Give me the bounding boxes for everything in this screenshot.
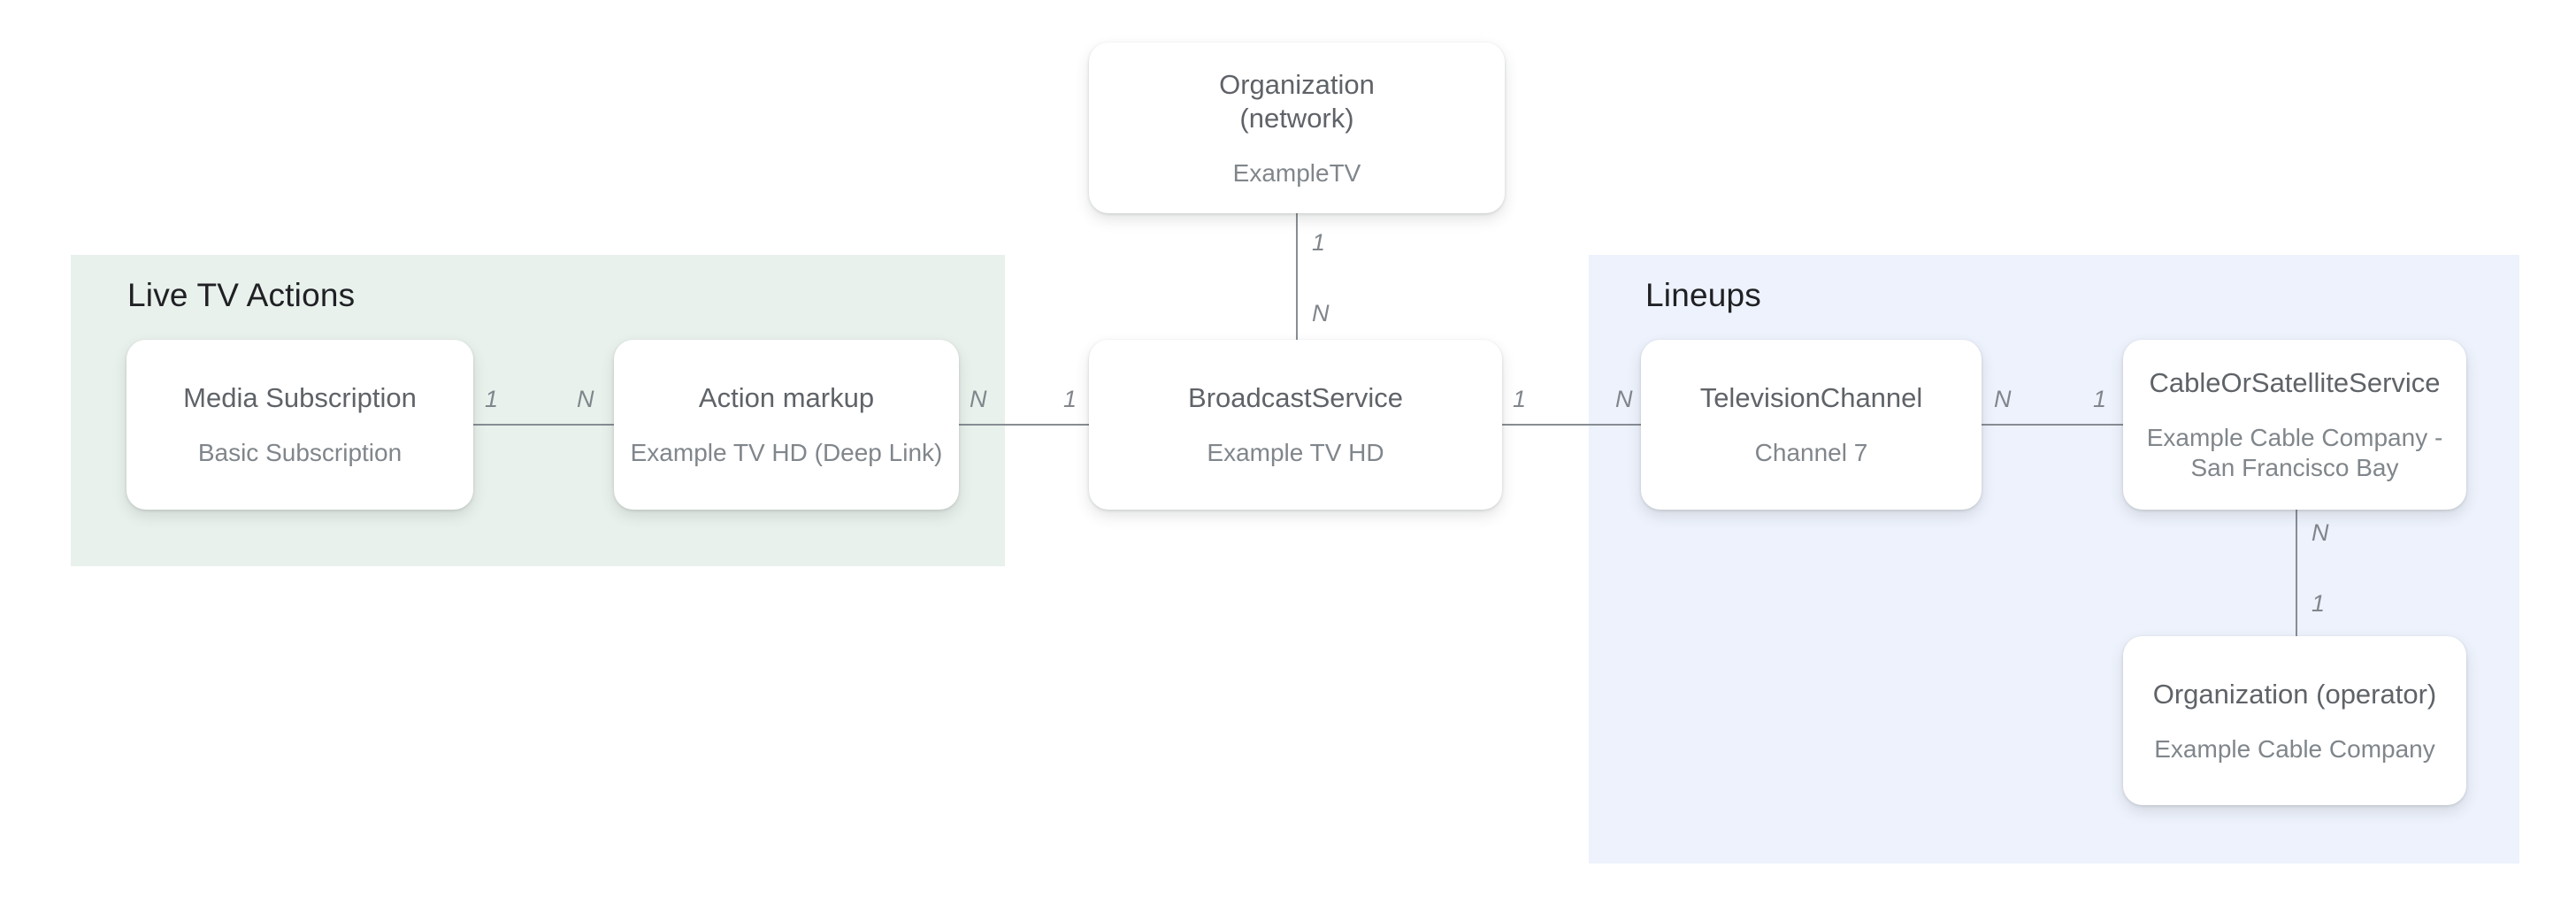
node-title: Organization (network) (1219, 68, 1375, 135)
connector-media-subscription-to-action-markup (473, 424, 614, 426)
cardinality-label: N (1615, 386, 1633, 412)
connector-television-channel-to-cable-or-satellite-service (1982, 424, 2123, 426)
node-subtitle: Example Cable Company (2154, 734, 2435, 763)
node-organization-operator: Organization (operator) Example Cable Co… (2123, 636, 2466, 805)
node-subtitle: Basic Subscription (197, 439, 402, 466)
node-subtitle-line: Example Cable Company - (2146, 424, 2443, 451)
cardinality-label: N (1312, 300, 1330, 326)
node-subtitle: ExampleTV (1232, 158, 1361, 187)
node-action-markup: Action markup Example TV HD (Deep Link) (614, 340, 959, 510)
node-cable-or-satellite-service: CableOrSatelliteService Example Cable Co… (2123, 340, 2466, 510)
node-organization-network: Organization (network) ExampleTV (1089, 42, 1505, 213)
connector-cable-or-satellite-service-to-organization-operator (2296, 510, 2297, 636)
region-title-lineups: Lineups (1645, 277, 1762, 313)
cardinality-label: N (970, 386, 987, 412)
node-subtitle: Example TV HD (Deep Link) (630, 439, 943, 466)
node-title: Media Subscription (183, 382, 417, 413)
cardinality-label: 1 (1063, 386, 1077, 412)
node-subtitle: Channel 7 (1754, 439, 1868, 466)
node-subtitle-line: San Francisco Bay (2190, 454, 2399, 481)
cardinality-label: 1 (1513, 386, 1527, 412)
cardinality-label: N (577, 386, 594, 412)
node-television-channel: TelevisionChannel Channel 7 (1641, 340, 1982, 510)
node-title: TelevisionChannel (1699, 382, 1923, 413)
node-title-line: (network) (1239, 102, 1354, 134)
cardinality-label: 1 (2093, 386, 2107, 412)
node-media-subscription: Media Subscription Basic Subscription (126, 340, 473, 510)
cardinality-label: N (2312, 519, 2329, 546)
cardinality-label: 1 (485, 386, 499, 412)
connector-organization-network-to-broadcast-service (1296, 213, 1298, 340)
region-title-live-tv-actions: Live TV Actions (127, 277, 356, 313)
node-title: Organization (operator) (2152, 678, 2437, 710)
node-broadcast-service: BroadcastService Example TV HD (1089, 340, 1502, 510)
cardinality-label: 1 (2312, 590, 2326, 617)
node-subtitle: Example Cable Company - San Francisco Ba… (2147, 423, 2443, 483)
connector-action-markup-to-broadcast-service (959, 424, 1089, 426)
node-title: Action markup (698, 382, 875, 413)
node-title-line: Organization (1219, 68, 1375, 100)
node-title: BroadcastService (1188, 382, 1403, 413)
node-title: CableOrSatelliteService (2149, 367, 2441, 398)
cardinality-label: 1 (1312, 229, 1326, 256)
node-subtitle: Example TV HD (1207, 439, 1384, 466)
connector-broadcast-service-to-television-channel (1502, 424, 1641, 426)
cardinality-label: N (1994, 386, 2012, 412)
